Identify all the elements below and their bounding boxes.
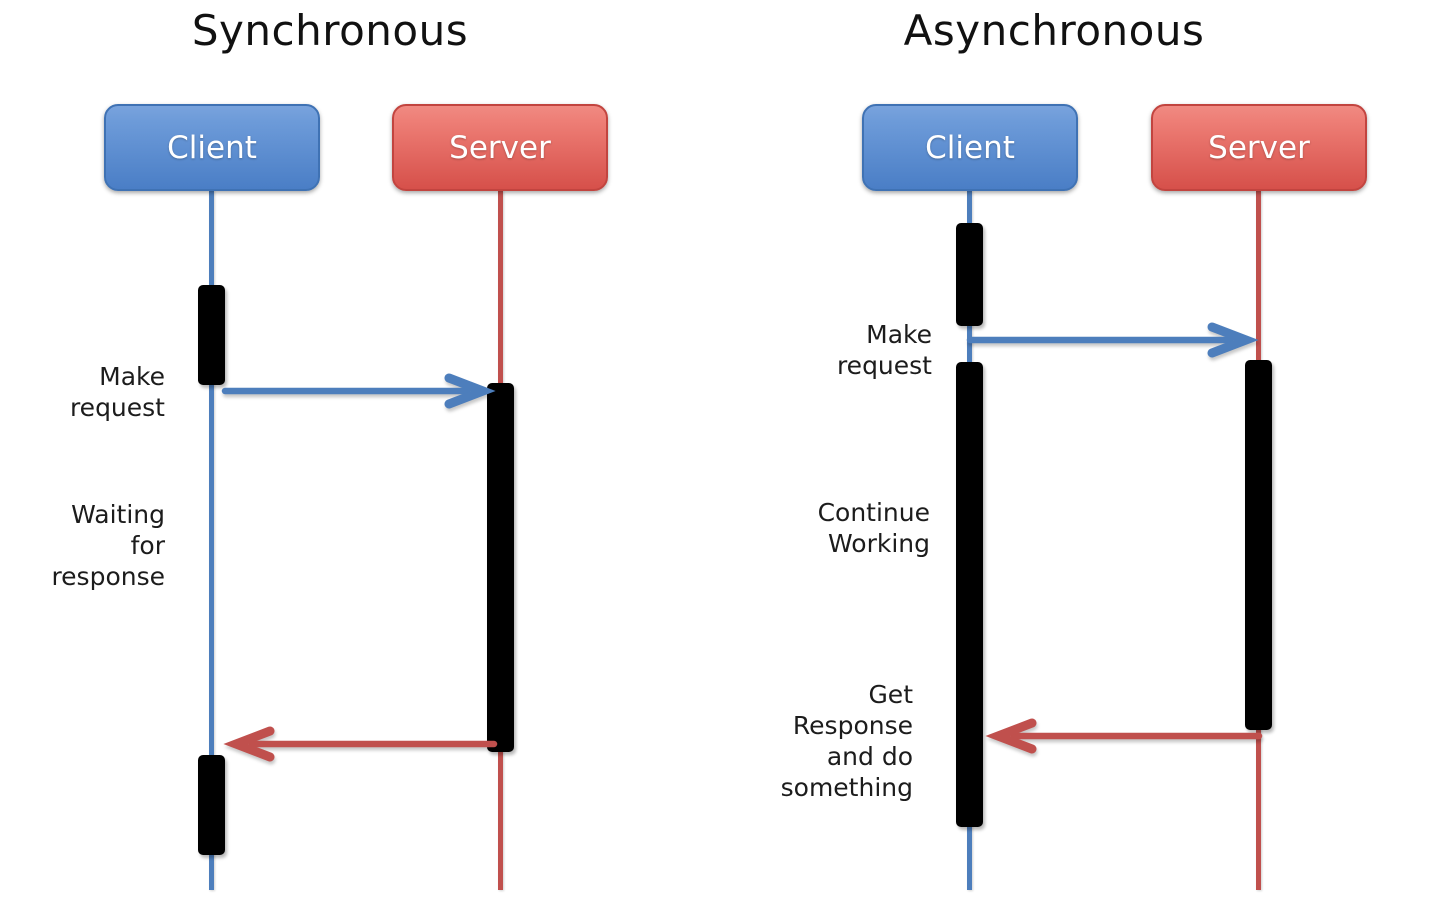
sync-client-activation-bar-1 (198, 285, 225, 385)
sync-server-actor-label: Server (449, 129, 551, 166)
sync-client-actor-box: Client (104, 104, 320, 191)
async-client-actor-label: Client (925, 129, 1015, 166)
async-request-arrow-icon (966, 322, 1259, 358)
sync-server-activation-bar (487, 383, 514, 752)
async-make-request-label: Make request (836, 320, 932, 380)
async-server-actor-label: Server (1208, 129, 1310, 166)
sync-make-request-label: Make request (69, 362, 165, 422)
async-client-actor-box: Client (862, 104, 1078, 191)
sync-request-arrow-icon (221, 373, 496, 409)
sync-waiting-for-response-label: Waiting for response (51, 500, 165, 591)
async-client-activation-bar-2 (956, 362, 983, 827)
async-server-activation-bar (1245, 360, 1272, 730)
async-get-response-label: Get Response and do something (780, 680, 913, 802)
sync-client-activation-bar-2 (198, 755, 225, 855)
sync-server-actor-box: Server (392, 104, 608, 191)
async-response-arrow-icon (985, 718, 1263, 754)
async-diagram-title: Asynchronous (903, 6, 1205, 55)
sync-diagram-title: Synchronous (191, 6, 469, 55)
sync-response-arrow-icon (223, 726, 498, 762)
sync-client-lifeline (209, 190, 214, 890)
sync-client-actor-label: Client (167, 129, 257, 166)
async-server-actor-box: Server (1151, 104, 1367, 191)
async-continue-working-label: Continue Working (817, 498, 930, 558)
async-client-activation-bar-1 (956, 223, 983, 326)
